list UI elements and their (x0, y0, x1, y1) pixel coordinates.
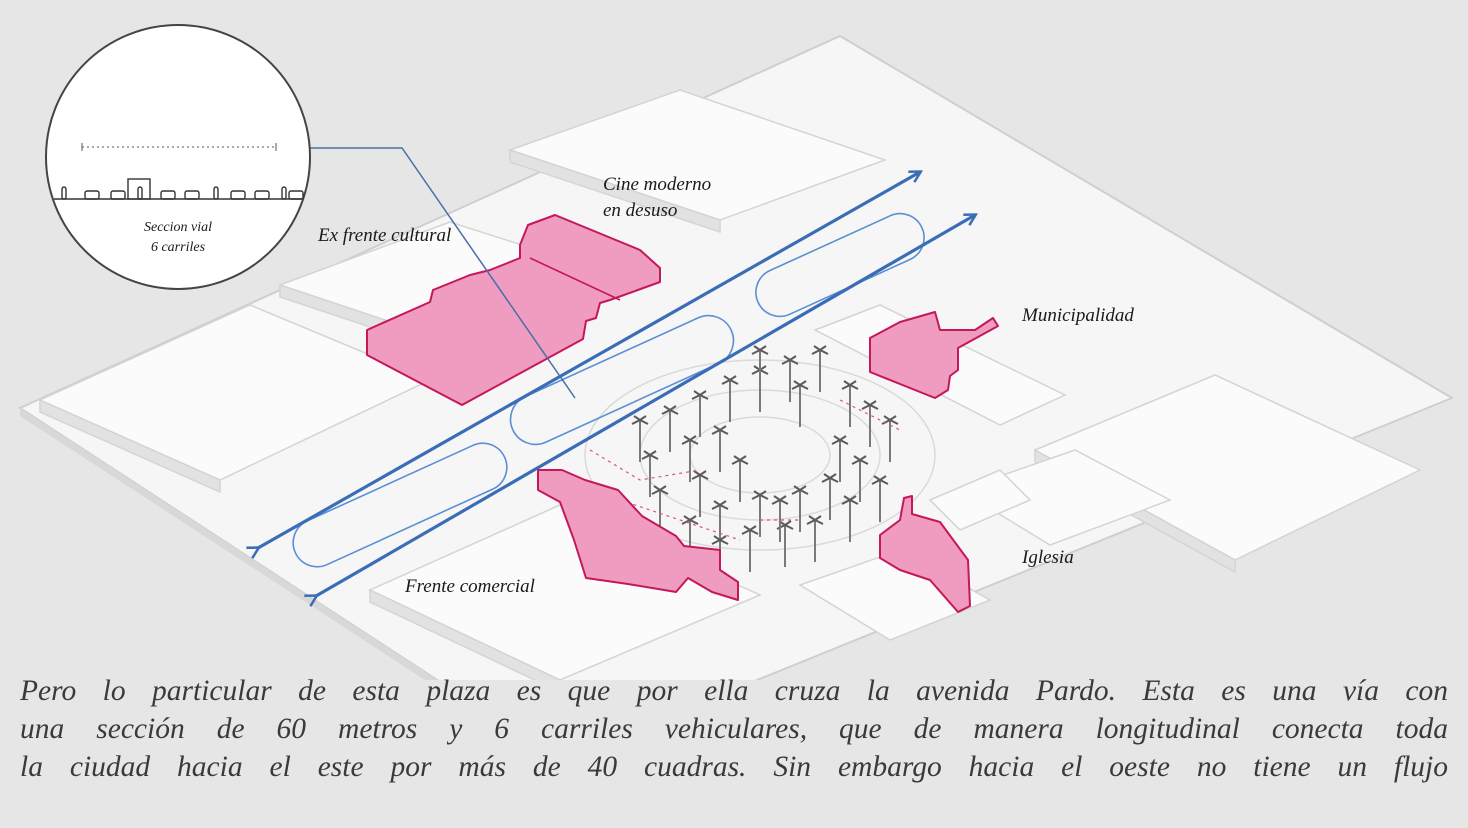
car-icon (230, 190, 246, 200)
frente-comercial-label: Frente comercial (404, 576, 535, 597)
car-icon (110, 190, 126, 200)
seccion-vial-label: Seccion vial (144, 220, 212, 235)
cine-moderno-label: Cine moderno (603, 174, 711, 195)
avenue-arrow-south (316, 215, 975, 596)
section-vehicle-icons (61, 178, 304, 200)
iglesia-label: Iglesia (1021, 547, 1074, 568)
car-icon (254, 190, 270, 200)
magnifier-leader-line (296, 147, 576, 399)
pedestrian-icon (213, 186, 219, 200)
paragraph-line: Pero lo particular de esta plaza es que … (20, 675, 1448, 707)
road-section-magnifier: Seccion vial 6 carriles (45, 24, 311, 290)
ex-frente-cultural-label: Ex frente cultural (317, 225, 451, 246)
en-desuso-label: en desuso (603, 200, 677, 221)
car-icon (160, 190, 176, 200)
car-icon (184, 190, 200, 200)
description-paragraph: Pero lo particular de esta plaza es que … (20, 672, 1448, 786)
pedestrian-icon (281, 186, 287, 200)
paragraph-line: una sección de 60 metros y 6 carriles ve… (20, 713, 1448, 745)
bus-icon (127, 178, 151, 200)
avenue-arrows (258, 172, 975, 596)
carriles-label: 6 carriles (151, 240, 206, 255)
plaza-isometric-diagram: Seccion vial 6 carriles Cine moderno en … (17, 24, 1455, 680)
car-icon (288, 190, 304, 200)
car-icon (84, 190, 100, 200)
paragraph-line: la ciudad hacia el este por más de 40 cu… (20, 751, 1448, 783)
pedestrian-icon (61, 186, 67, 200)
municipalidad-label: Municipalidad (1021, 305, 1134, 326)
